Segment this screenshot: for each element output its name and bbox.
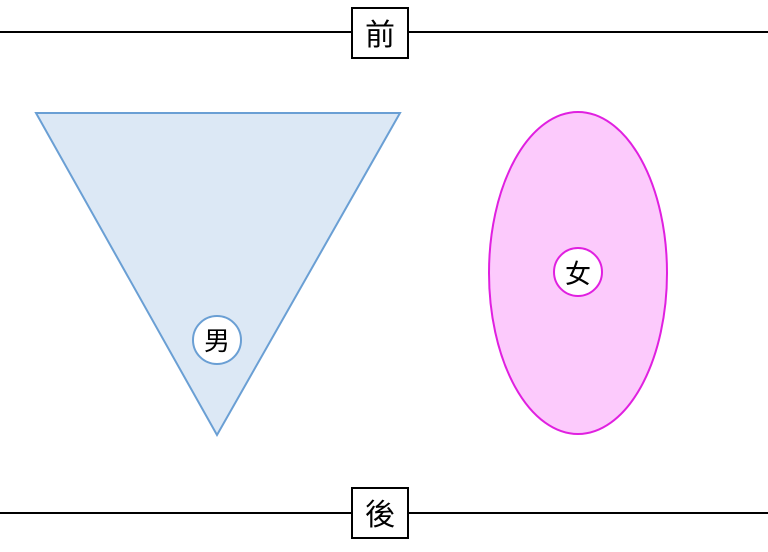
- front-label: 前: [365, 18, 395, 53]
- male-badge: [192, 315, 242, 365]
- male-area: 男: [34, 112, 402, 438]
- male-label: 男: [204, 327, 230, 357]
- front-marker: 前: [0, 7, 768, 59]
- back-marker: 後: [0, 487, 768, 539]
- front-label-box: [351, 7, 409, 59]
- female-badge: [553, 247, 603, 297]
- female-label: 女: [565, 260, 591, 290]
- female-area: 女: [488, 111, 668, 435]
- back-label-box: [351, 487, 409, 539]
- male-triangle: [34, 112, 402, 438]
- back-label: 後: [365, 498, 395, 533]
